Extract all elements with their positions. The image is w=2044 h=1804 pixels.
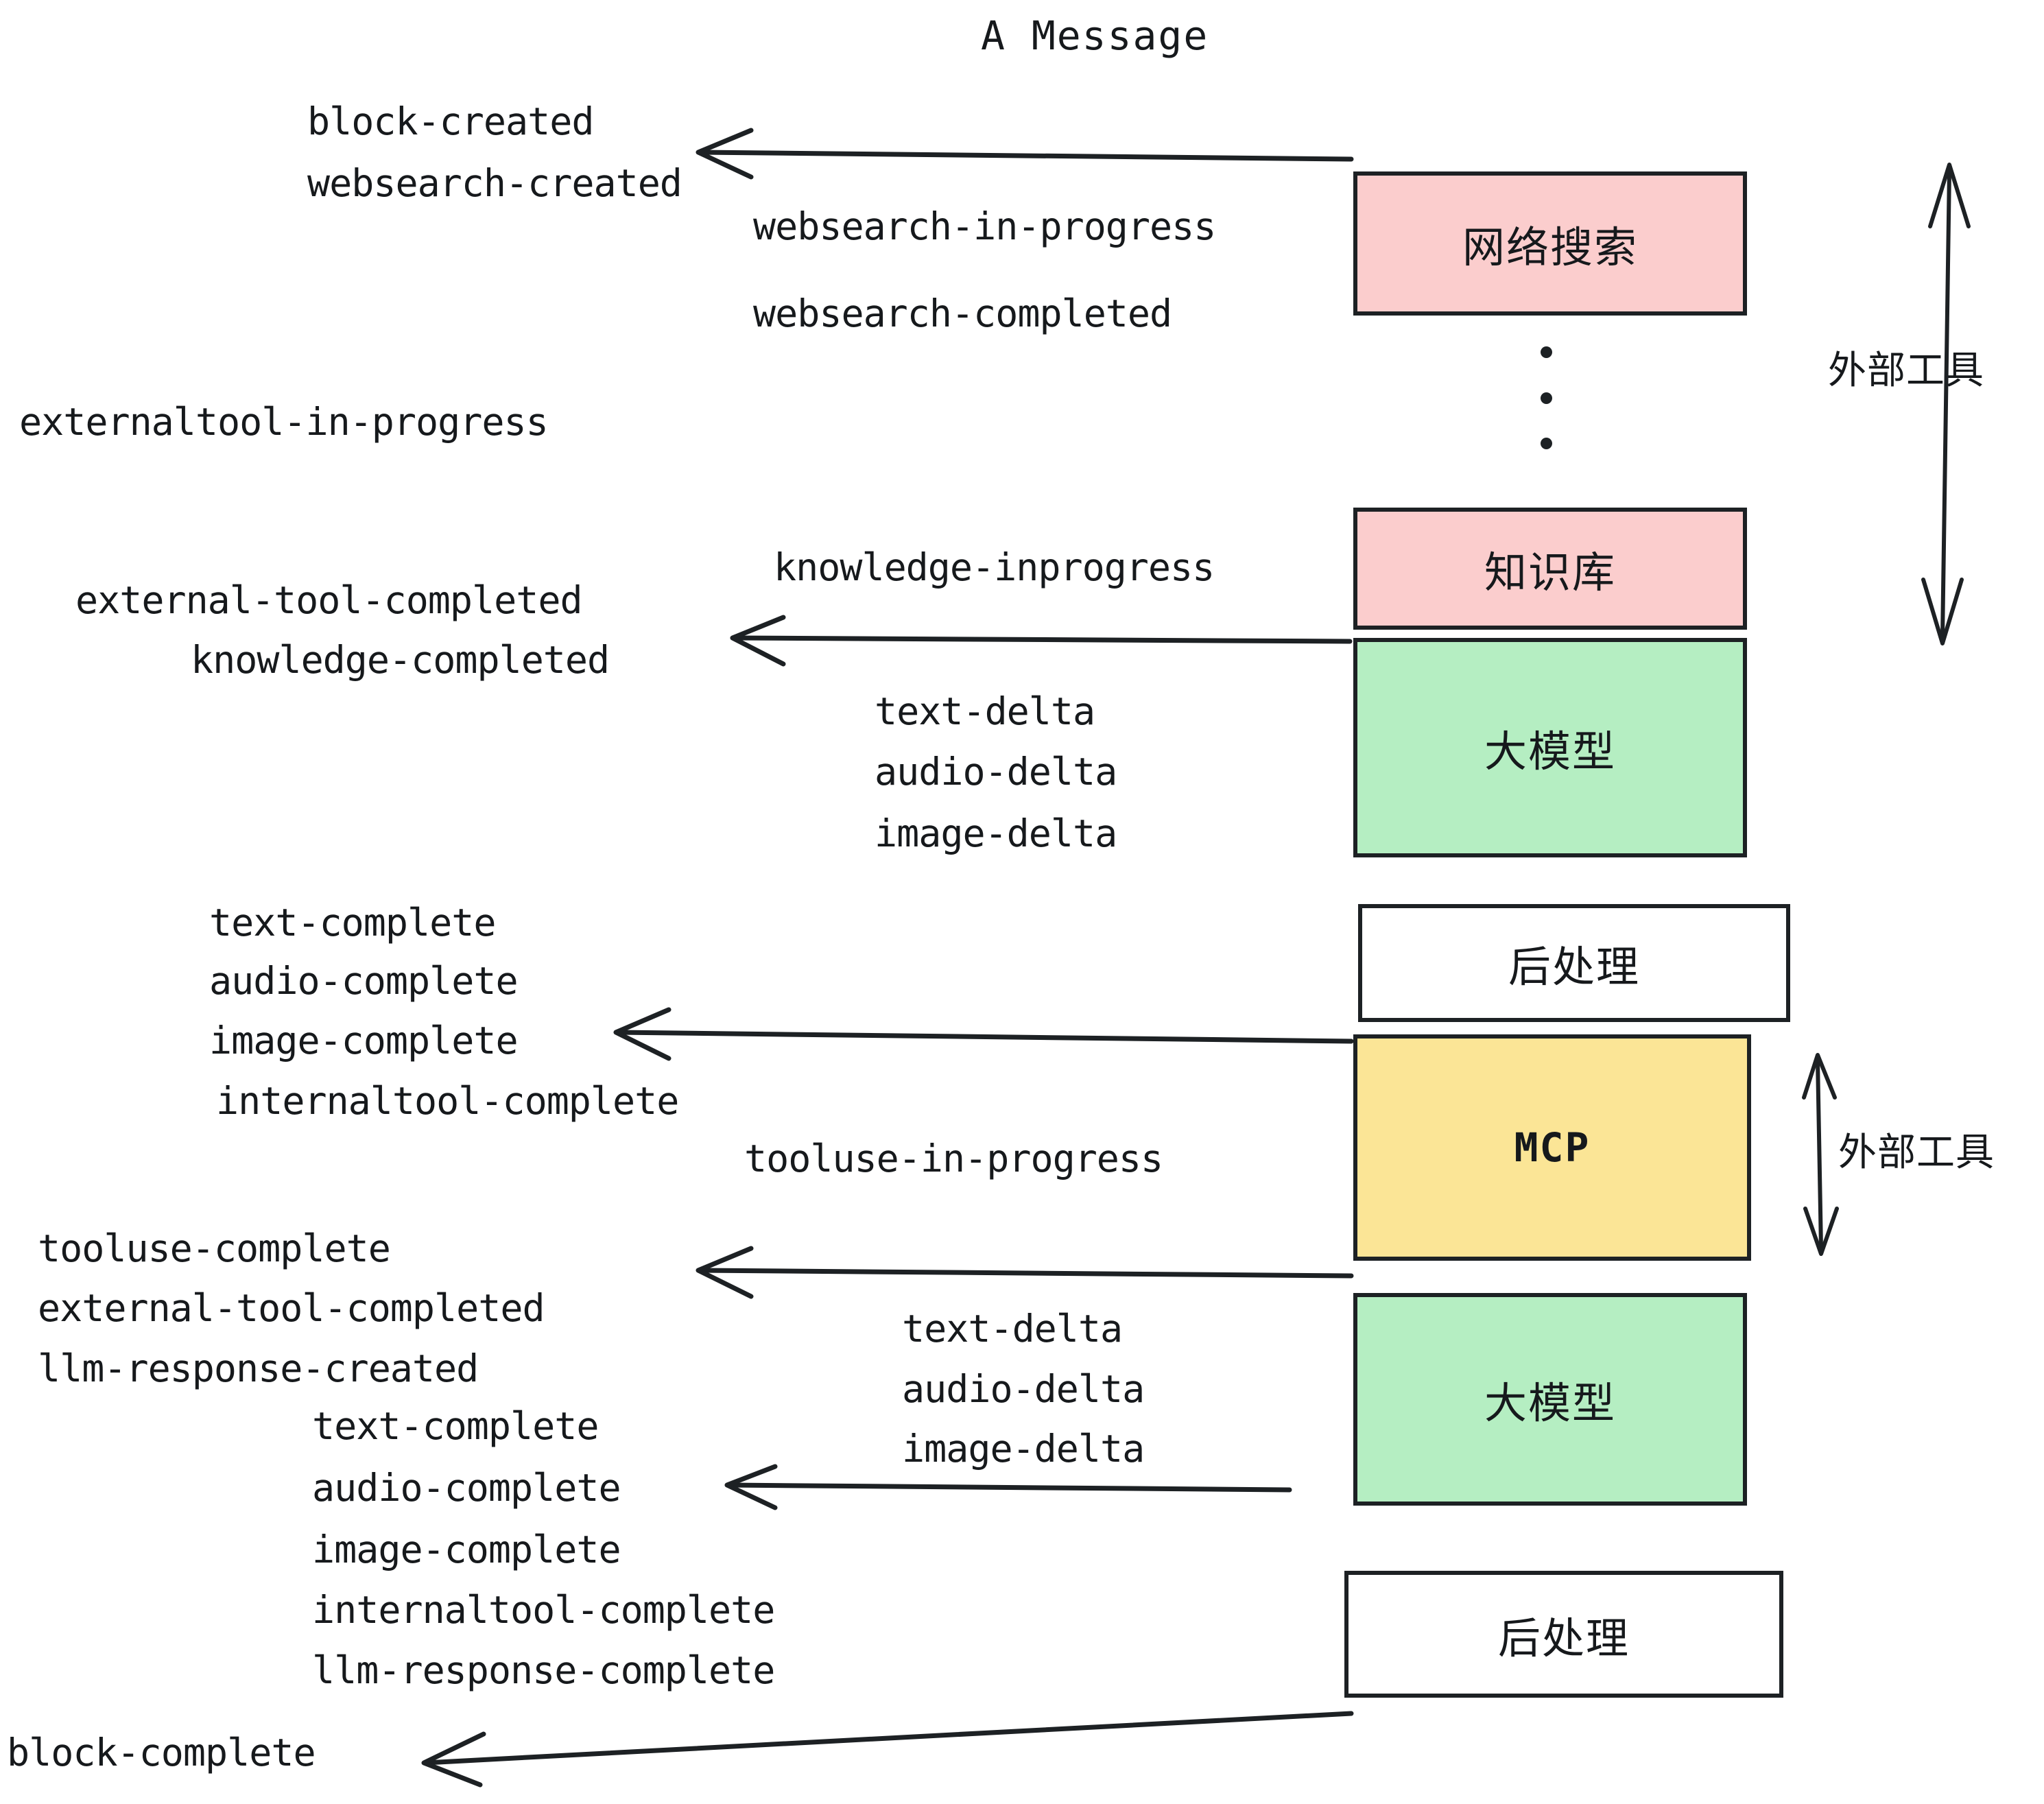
event-audio-delta-1: audio-delta <box>875 750 1117 794</box>
box-postprocess-first: 后处理 <box>1358 904 1790 1022</box>
page-title: A Message <box>981 12 1209 59</box>
event-image-delta-1: image-delta <box>875 811 1117 855</box>
event-block-complete: block-complete <box>7 1731 316 1775</box>
arrow-llm-second-to-audio-complete <box>724 1464 1292 1510</box>
box-knowledge: 知识库 <box>1353 508 1747 630</box>
event-knowledge-inprogress: knowledge-inprogress <box>774 545 1215 589</box>
event-external-tool-completed-2: external-tool-completed <box>38 1286 545 1330</box>
arrow-mcp-to-tooluse-complete <box>696 1246 1354 1299</box>
ellipsis-dot <box>1540 346 1552 358</box>
arrow-websearch-to-events <box>696 128 1354 180</box>
ellipsis-dot <box>1540 392 1552 404</box>
event-image-complete-1: image-complete <box>209 1019 519 1063</box>
box-knowledge-label: 知识库 <box>1484 547 1616 597</box>
box-llm-second-label: 大模型 <box>1484 1378 1616 1428</box>
event-text-complete-2: text-complete <box>312 1404 599 1448</box>
box-mcp-label: MCP <box>1514 1124 1591 1171</box>
event-image-delta-2: image-delta <box>902 1427 1145 1471</box>
event-text-delta-1: text-delta <box>875 689 1095 733</box>
event-audio-complete-2: audio-complete <box>312 1466 621 1510</box>
event-websearch-completed: websearch-completed <box>753 292 1172 335</box>
event-websearch-created: websearch-created <box>307 161 682 205</box>
box-llm-first-label: 大模型 <box>1484 726 1616 776</box>
box-llm-second: 大模型 <box>1353 1293 1747 1506</box>
event-internaltool-complete-2: internaltool-complete <box>312 1588 775 1632</box>
box-websearch: 网络搜索 <box>1353 171 1747 316</box>
box-postprocess-first-label: 后处理 <box>1508 942 1640 992</box>
event-tooluse-complete: tooluse-complete <box>38 1226 391 1270</box>
arrow-postprocess-to-block-complete <box>421 1711 1354 1788</box>
event-text-delta-2: text-delta <box>902 1307 1123 1351</box>
double-arrow-external-tool-top <box>1921 163 1971 645</box>
arrow-postprocess-to-image-complete <box>613 1007 1354 1061</box>
event-llm-response-complete: llm-response-complete <box>312 1648 775 1692</box>
event-websearch-in-progress: websearch-in-progress <box>753 204 1216 248</box>
event-knowledge-completed: knowledge-completed <box>191 638 610 682</box>
event-image-complete-2: image-complete <box>312 1528 621 1571</box>
event-audio-complete-1: audio-complete <box>209 959 519 1003</box>
ellipsis-dot <box>1540 438 1552 449</box>
event-audio-delta-2: audio-delta <box>902 1367 1145 1411</box>
event-text-complete-1: text-complete <box>209 901 496 945</box>
event-external-tool-completed-1: external-tool-completed <box>75 578 583 622</box>
event-tooluse-in-progress: tooluse-in-progress <box>744 1137 1163 1180</box>
event-llm-response-created: llm-response-created <box>38 1346 479 1390</box>
box-llm-first: 大模型 <box>1353 638 1747 857</box>
box-mcp: MCP <box>1353 1034 1751 1261</box>
side-label-external-tool-bottom: 外部工具 <box>1838 1130 1995 1175</box>
box-websearch-label: 网络搜索 <box>1462 222 1638 272</box>
box-postprocess-second-label: 后处理 <box>1497 1613 1630 1663</box>
arrow-knowledge-to-events <box>730 615 1353 667</box>
event-block-created: block-created <box>307 99 594 143</box>
side-label-external-tool-top: 外部工具 <box>1828 348 1984 393</box>
event-externaltool-in-progress: externaltool-in-progress <box>19 400 549 444</box>
double-arrow-external-tool-bottom <box>1802 1053 1839 1256</box>
vertical-ellipsis <box>1540 346 1552 449</box>
box-postprocess-second: 后处理 <box>1344 1571 1783 1698</box>
event-internaltool-complete-1: internaltool-complete <box>216 1079 679 1123</box>
